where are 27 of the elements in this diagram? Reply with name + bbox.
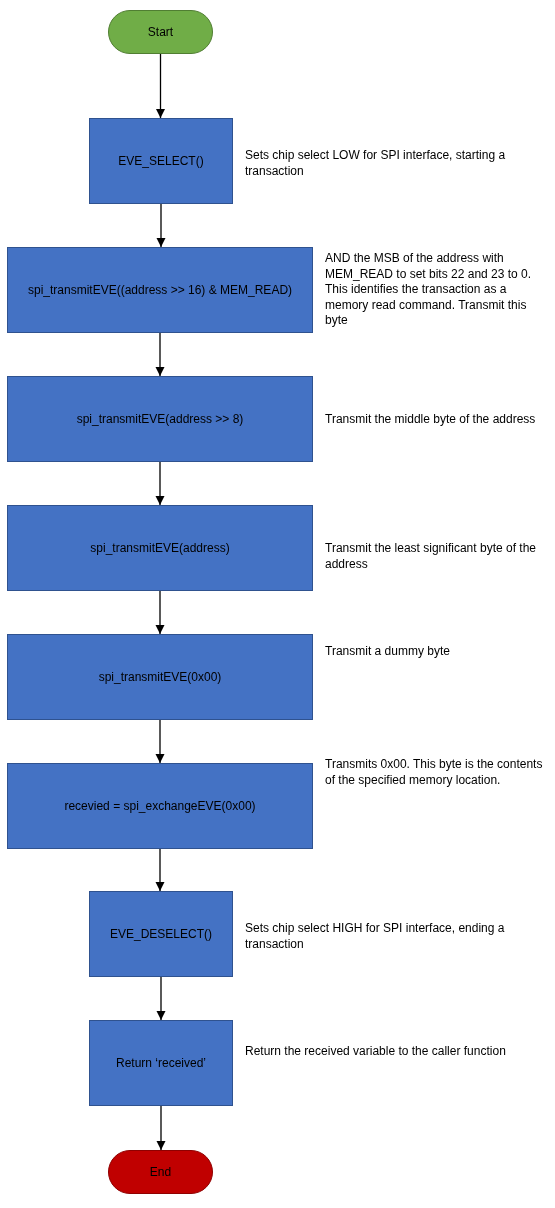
arrow [155, 461, 165, 506]
process-box: spi_transmitEVE(address >> 8) [7, 376, 313, 462]
step-description: Transmits 0x00. This byte is the contents of the specified memory location. [325, 757, 544, 789]
step-description: Sets chip select LOW for SPI interface, starting a transaction [245, 148, 507, 180]
end-terminal: End [108, 1150, 213, 1194]
step-description: Transmit a dummy byte [325, 644, 451, 660]
arrow [156, 203, 166, 248]
step-description: AND the MSB of the address with MEM_READ to set bits 22 and 23 to 0. This identifies the transaction as a memory read command. Transmit this byte [325, 251, 533, 329]
arrow [155, 848, 165, 892]
step-description: Transmit the least significant byte of the address [325, 541, 537, 573]
arrow [155, 719, 165, 764]
arrow [155, 590, 165, 635]
process-box: EVE_DESELECT() [89, 891, 233, 977]
arrow [156, 1105, 166, 1151]
process-box: recevied = spi_exchangeEVE(0x00) [7, 763, 313, 849]
step-description: Return the received variable to the caller function [245, 1044, 507, 1060]
process-box: Return ‘received’ [89, 1020, 233, 1106]
step-description: Sets chip select HIGH for SPI interface, ending a transaction [245, 921, 506, 953]
process-box: EVE_SELECT() [89, 118, 233, 204]
process-box: spi_transmitEVE(0x00) [7, 634, 313, 720]
process-box: spi_transmitEVE(address) [7, 505, 313, 591]
process-box: spi_transmitEVE((address >> 16) & MEM_READ) [7, 247, 313, 333]
arrow [155, 332, 165, 377]
start-terminal: Start [108, 10, 213, 54]
step-description: Transmit the middle byte of the address [325, 412, 537, 428]
arrow [156, 976, 166, 1021]
arrow [155, 53, 166, 119]
